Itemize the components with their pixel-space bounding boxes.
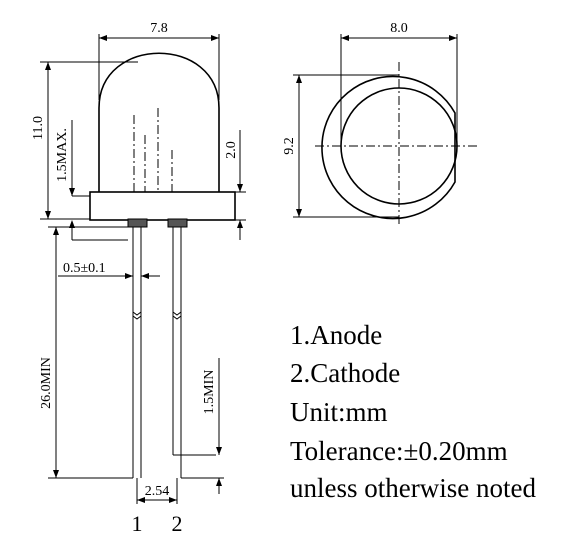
lead-seal-1 <box>127 218 148 228</box>
pin-label-2: 2 <box>172 511 183 536</box>
note-exception: unless otherwise noted <box>290 473 536 503</box>
dim-lead-spacing: 2.54 <box>136 478 178 504</box>
dim-lead-spacing-label: 2.54 <box>145 484 170 499</box>
dim-lead-width: 0.5±0.1 <box>58 261 160 279</box>
dim-flange-diameter-label: 9.2 <box>282 137 297 155</box>
dim-lead-offset-label: 1.5MIN <box>202 370 217 415</box>
note-unit: Unit:mm <box>290 397 388 427</box>
note-tolerance: Tolerance:±0.20mm <box>290 436 508 466</box>
dim-overall-height: 11.0 <box>31 61 138 220</box>
dim-flange-max-label: 1.5MAX. <box>55 128 70 182</box>
side-view: 7.8 11.0 1.5MAX. <box>31 21 246 536</box>
lead-anode <box>132 227 142 478</box>
dim-lead-width-label: 0.5±0.1 <box>63 261 106 276</box>
dim-body-width: 7.8 <box>98 21 220 100</box>
dim-lead-length-label: 26.0MIN <box>39 357 54 409</box>
dim-lens-diameter: 8.0 <box>340 21 458 146</box>
lead-cathode <box>172 227 216 478</box>
pin-label-1: 1 <box>132 511 143 536</box>
led-flange <box>89 191 236 221</box>
dim-overall-height-label: 11.0 <box>31 116 46 140</box>
dim-lead-length: 26.0MIN <box>39 226 133 479</box>
dim-lead-offset: 1.5MIN <box>181 358 224 494</box>
dim-lens-diameter-label: 8.0 <box>390 21 408 36</box>
dim-flange-height: 2.0 <box>224 130 246 240</box>
lead-seal-2 <box>167 218 188 228</box>
led-dome-outline <box>98 52 220 192</box>
top-view: 8.0 9.2 <box>282 21 480 224</box>
note-pin1-anode: 1.Anode <box>290 320 383 350</box>
dim-flange-max: 1.5MAX. <box>55 120 128 241</box>
note-pin2-cathode: 2.Cathode <box>290 358 401 388</box>
dim-flange-height-label: 2.0 <box>224 141 239 159</box>
dim-flange-diameter: 9.2 <box>282 74 399 218</box>
flange-circle <box>321 75 456 220</box>
dim-body-width-label: 7.8 <box>150 21 168 36</box>
